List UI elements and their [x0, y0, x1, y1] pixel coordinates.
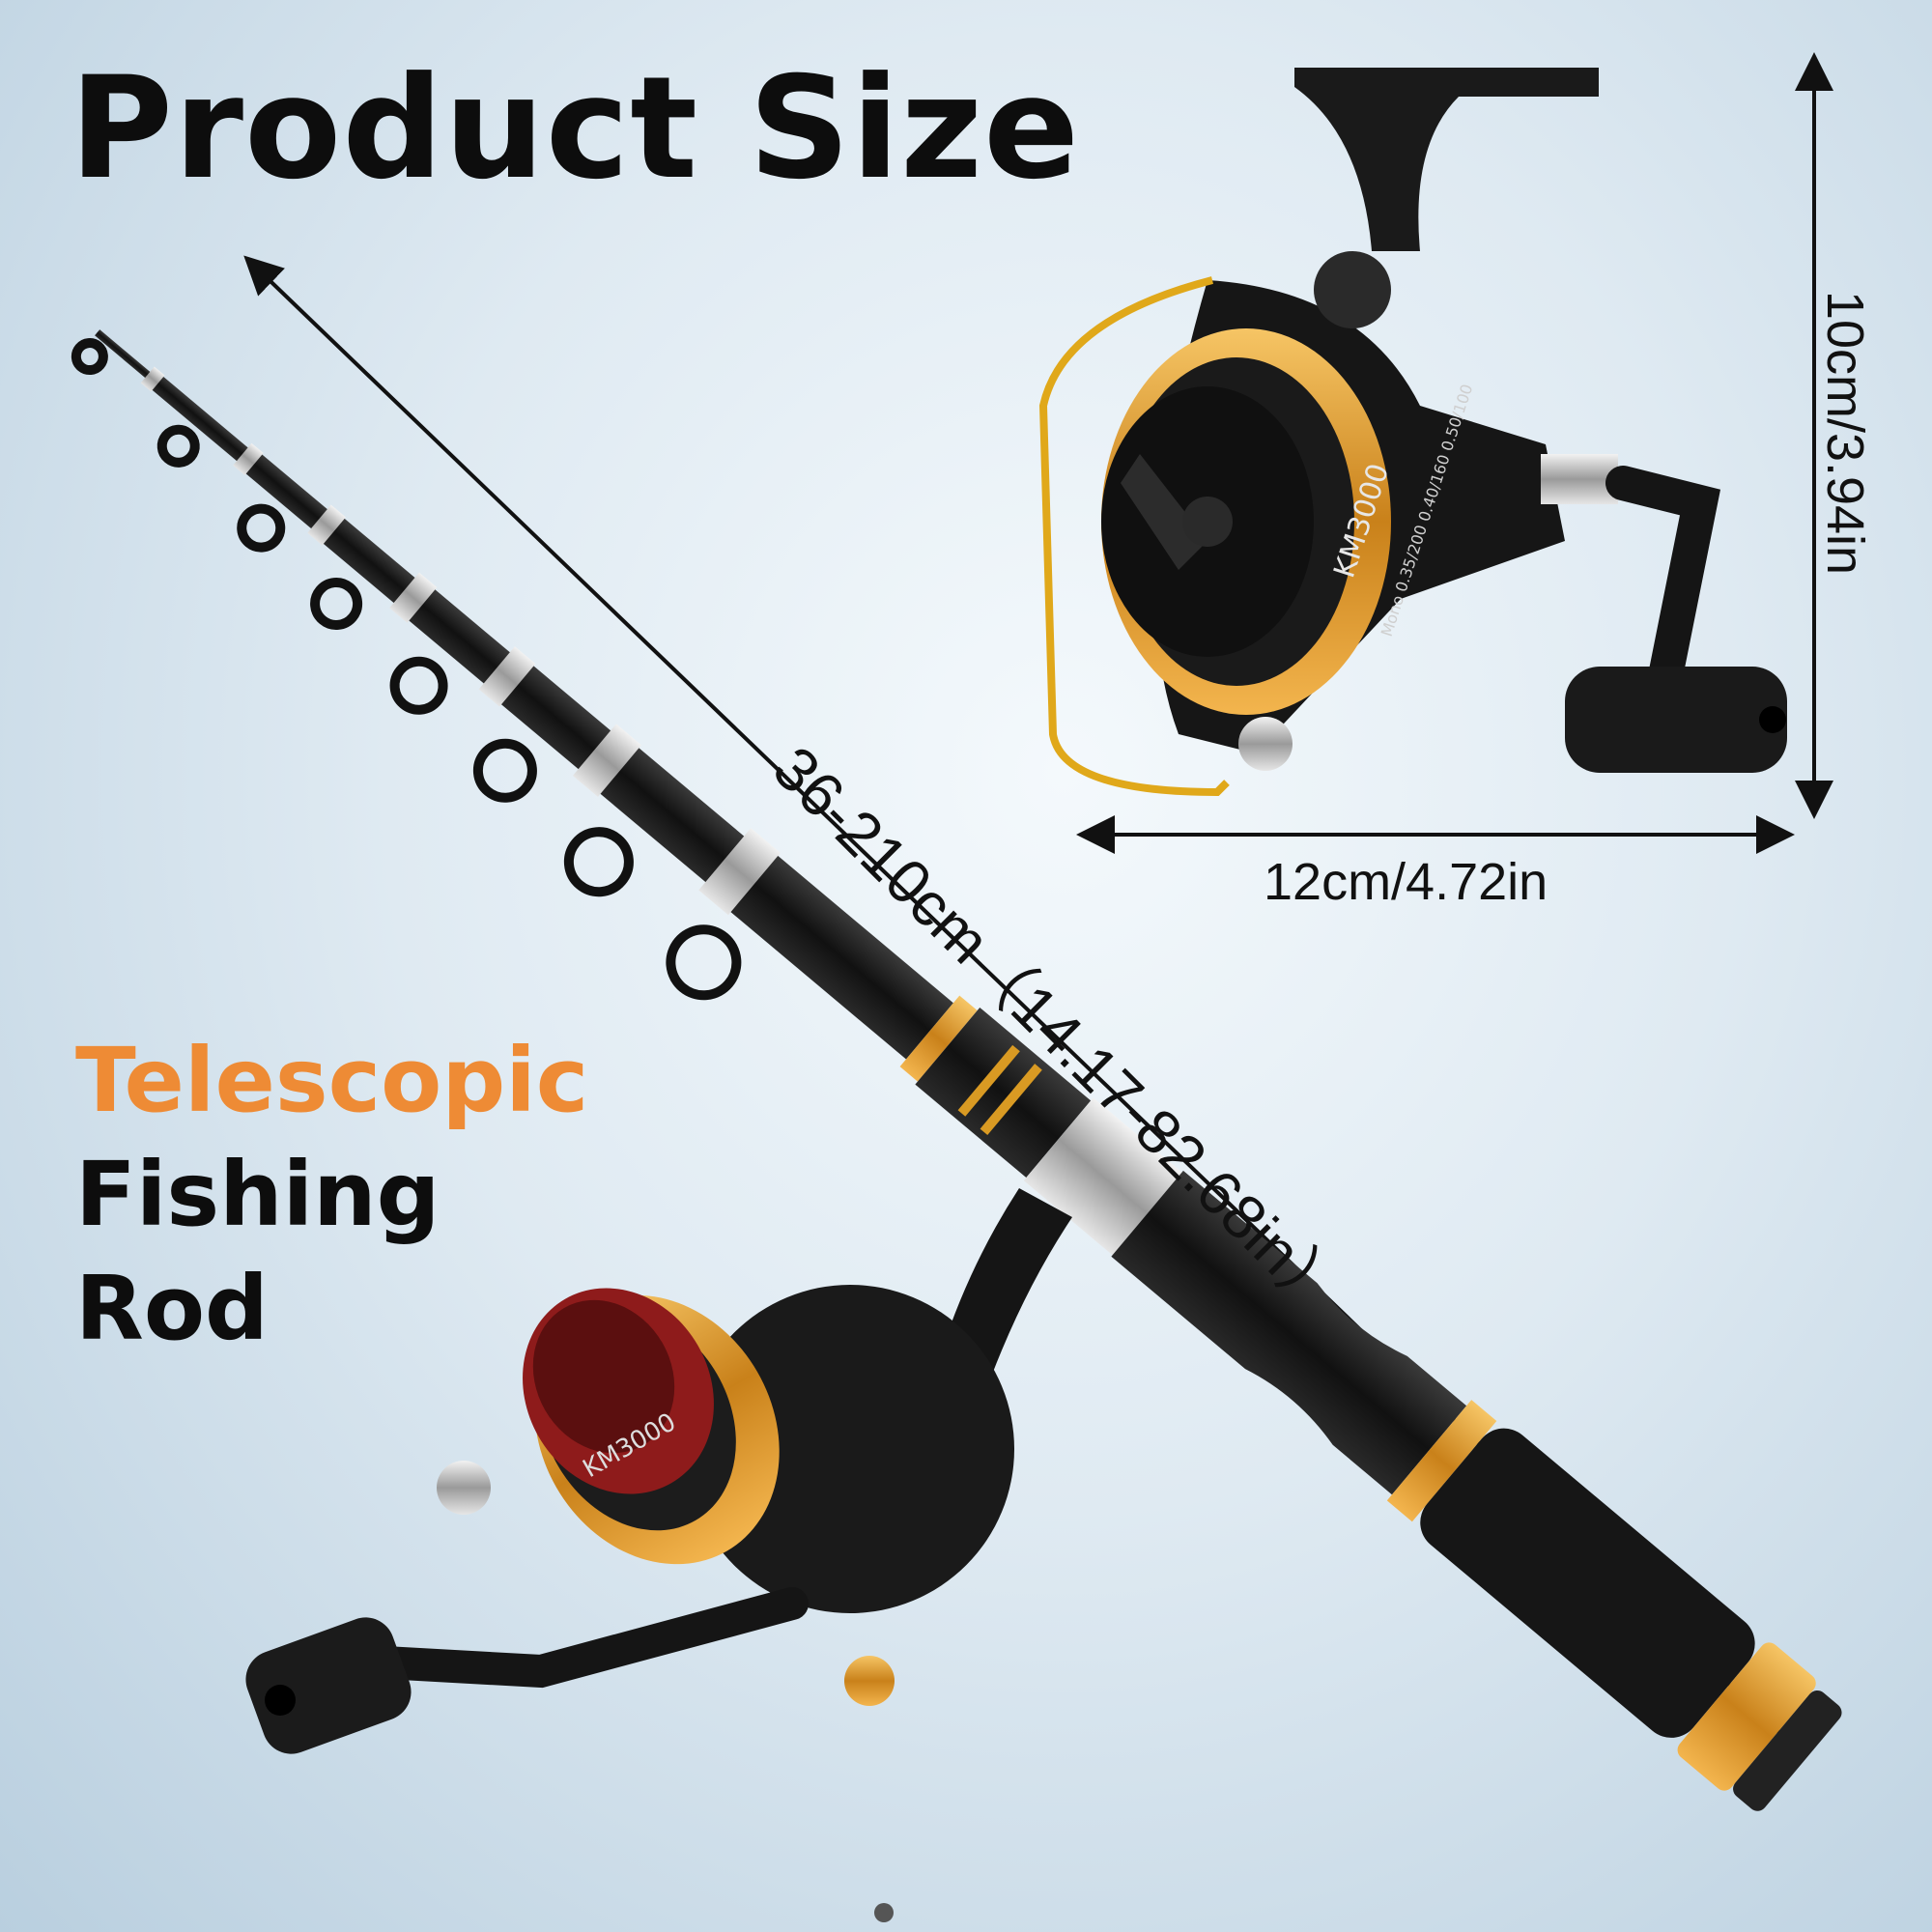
reel-width-label: 12cm/4.72in — [1264, 853, 1548, 911]
reel-mounted: KM3000 — [245, 1188, 1072, 1922]
reel-height-label: 10cm/3.94in — [1816, 290, 1874, 576]
fishing-rod — [71, 329, 1842, 1811]
tagline-line-3: Rod — [75, 1257, 269, 1360]
reel-detail: KM3000 Mono 0.35/200 0.40/160 0.50/100 — [1038, 68, 1787, 797]
page-title: Product Size — [70, 46, 1081, 211]
